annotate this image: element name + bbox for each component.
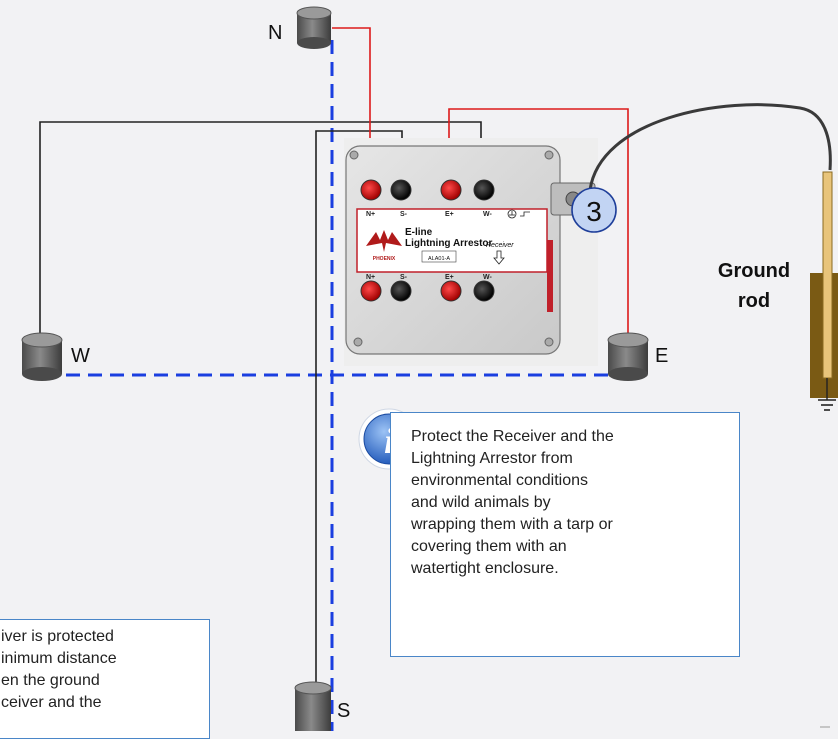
terminal-label: N+ (366, 274, 375, 281)
left-note-line: inimum distance (1, 650, 117, 667)
terminal-red-icon (440, 179, 462, 201)
svg-text:i: i (384, 421, 394, 461)
info-note-line: Protect the Receiver and the (411, 428, 614, 445)
info-note-line: covering them with an (411, 538, 567, 555)
lightning-arrestor: N+ S- E+ W- N+ S- E+ W- PHOENIX E-line L… (344, 138, 598, 366)
step-number: 3 (586, 196, 602, 227)
screw-icon (544, 150, 554, 160)
info-note-line: wrapping them with a tarp or (411, 516, 613, 533)
terminal-red-icon (360, 280, 382, 302)
sensor-south (294, 681, 332, 731)
brand-text: PHOENIX (373, 256, 396, 262)
terminal-label: W- (483, 211, 492, 218)
terminal-black-icon (390, 280, 412, 302)
screw-icon (353, 337, 363, 347)
label-east: E (655, 345, 669, 367)
left-note-line: ceiver and the (1, 694, 102, 711)
info-note-line: environmental conditions (411, 472, 588, 489)
screw-icon (544, 337, 554, 347)
left-note-line: en the ground (1, 672, 100, 689)
terminal-black-icon (390, 179, 412, 201)
sensor-north (296, 6, 332, 49)
arrestor-title-line1: E-line (405, 227, 433, 238)
terminal-label: N+ (366, 211, 375, 218)
info-note-line: Lightning Arrestor from (411, 450, 573, 467)
ground-rod-label-line1: Ground (717, 260, 791, 282)
terminal-label: W- (483, 274, 492, 281)
terminal-label: S- (400, 211, 408, 218)
screw-icon (349, 150, 359, 160)
label-north: N (268, 22, 283, 44)
label-south: S (337, 700, 351, 722)
phoenix-logo-icon: PHOENIX (366, 230, 402, 262)
model-badge (421, 250, 457, 263)
receiver-text: Receiver (486, 242, 514, 249)
sensor-west (21, 332, 63, 381)
terminal-black-icon (473, 280, 495, 302)
terminal-black-icon (473, 179, 495, 201)
ground-cable (588, 103, 832, 191)
arrestor-title-line2: Lightning Arrestor (405, 238, 493, 249)
label-west: W (71, 345, 90, 367)
ground-rod-label-line2: rod (737, 290, 771, 312)
info-note-line: and wild animals by (411, 494, 551, 511)
info-note: Protect the Receiver and the Lightning A… (390, 412, 740, 657)
model-text: ALA01-A (428, 256, 450, 262)
sensor-east (607, 332, 649, 381)
terminal-red-icon (440, 280, 462, 302)
arrow-down-icon (493, 250, 505, 265)
terminal-label: E+ (445, 211, 454, 218)
rod (822, 171, 833, 379)
info-note-line: watertight enclosure. (411, 560, 559, 577)
wire-north (332, 27, 371, 182)
terminal-red-icon (360, 179, 382, 201)
ground-symbol-icon (507, 209, 530, 219)
terminal-label: E+ (445, 274, 454, 281)
left-note-line: iver is protected (1, 628, 114, 645)
ground-rod (810, 171, 838, 411)
ground-rod-label: Ground rod (696, 256, 812, 316)
left-note: iver is protected inimum distance en the… (0, 619, 210, 739)
step-marker: 3 (571, 187, 617, 233)
terminal-label: S- (400, 274, 408, 281)
